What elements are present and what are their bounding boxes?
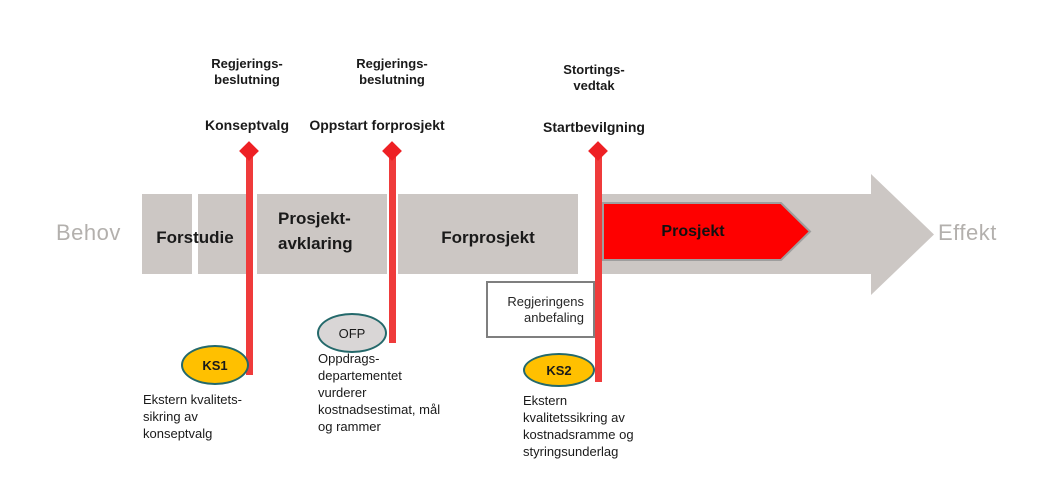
milestone-1-decision-label: Regjerings- beslutning (211, 56, 283, 87)
milestone-2-decision-label: Regjerings- beslutning (356, 56, 428, 87)
arrow-segment-prosjektavklaring (257, 194, 387, 274)
flow-end-label: Effekt (938, 220, 997, 245)
milestone-diamond-icon (588, 141, 608, 161)
milestone-line-oppstart-forprosjekt (389, 157, 396, 343)
phase-label-forprosjekt: Forprosjekt (441, 228, 535, 247)
ks2-badge: KS2 (523, 353, 595, 387)
ks2-description: Ekstern kvalitetssikring av kostnadsramm… (523, 393, 634, 459)
milestone-diamond-icon (239, 141, 259, 161)
milestone-2-event-label: Oppstart forprosjekt (309, 117, 445, 133)
milestone-3-event-label: Startbevilgning (543, 119, 645, 135)
ofp-badge: OFP (317, 313, 387, 353)
phase-label-prosjektavklaring: Prosjekt- avklaring (278, 209, 353, 253)
recommendation-box: Regjeringens anbefaling (486, 281, 595, 338)
recommendation-box-label: Regjeringens anbefaling (507, 293, 584, 325)
project-pentagon-shape (602, 202, 812, 261)
phase-label-forstudie: Forstudie (156, 228, 234, 247)
ks1-description: Ekstern kvalitets- sikring av konseptval… (143, 392, 242, 441)
milestone-3-decision-label: Stortings- vedtak (563, 62, 625, 93)
milestone-diamond-icon (382, 141, 402, 161)
phase-label-prosjekt: Prosjekt (661, 223, 725, 240)
milestone-line-startbevilgning (595, 157, 602, 382)
arrow-segment-forprosjekt (398, 194, 578, 274)
arrow-head-icon (871, 174, 934, 295)
milestone-line-konseptvalg (246, 157, 253, 375)
milestone-1-event-label: Konseptvalg (204, 117, 289, 133)
ofp-description: Oppdrags- departementet vurderer kostnad… (318, 351, 441, 434)
ks1-badge: KS1 (181, 345, 249, 385)
flow-start-label: Behov (56, 220, 121, 245)
arrow-segment-forstudie-b (198, 194, 248, 274)
arrow-segment-forstudie-a (142, 194, 192, 274)
